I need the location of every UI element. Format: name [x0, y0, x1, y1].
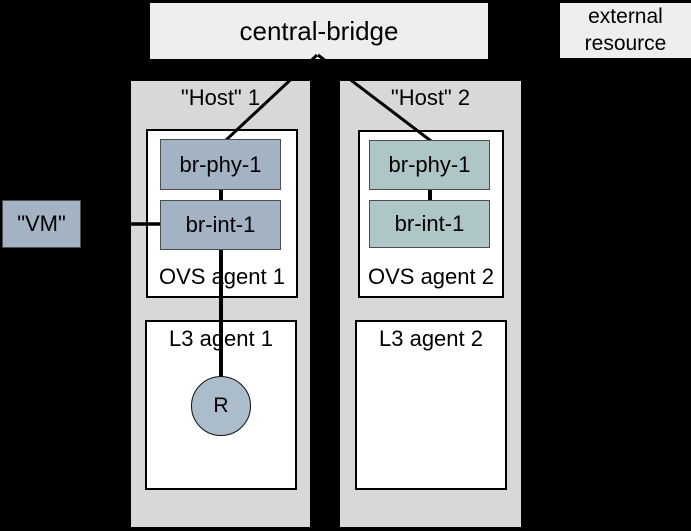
- host1-br-int-box: br-int-1: [160, 200, 281, 250]
- router-circle: R: [191, 376, 251, 436]
- host2-br-phy-box: br-phy-1: [369, 140, 490, 190]
- l3-agent-2-label: L3 agent 2: [379, 326, 483, 351]
- host1-br-phy-box: br-phy-1: [160, 139, 281, 190]
- host-2-label: "Host" 2: [390, 85, 471, 110]
- ovs-agent-1-label: OVS agent 1: [159, 264, 285, 289]
- central-bridge-box: central-bridge: [150, 3, 488, 59]
- l3-agent-1-label: L3 agent 1: [169, 326, 273, 351]
- host2-br-int-box: br-int-1: [369, 200, 490, 248]
- vm-box: "VM": [2, 200, 81, 248]
- external-resource-box: external resource: [560, 3, 691, 58]
- ovs-agent-2-label: OVS agent 2: [368, 264, 494, 289]
- l3-agent-2-box: [355, 320, 507, 490]
- host-1-label: "Host" 1: [180, 85, 261, 110]
